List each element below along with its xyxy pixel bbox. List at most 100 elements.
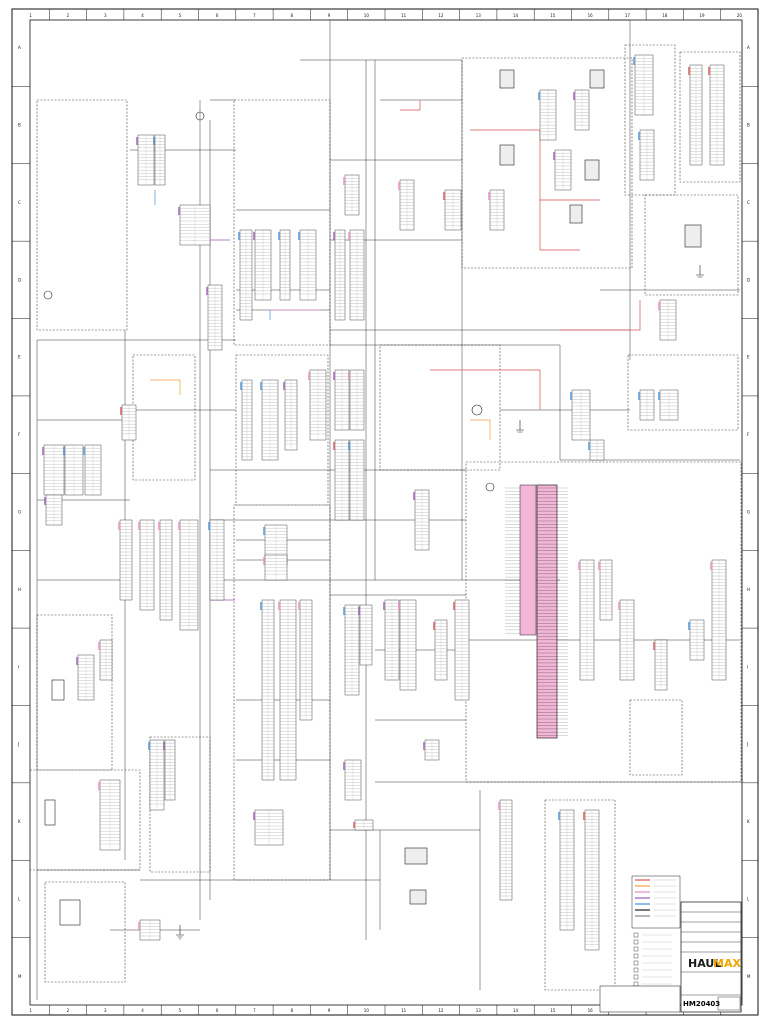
terminal-strip [688,619,705,661]
horn-symbol [485,482,495,492]
terminal-strip [653,639,668,691]
zone-row-label-right: L [747,896,750,901]
wire-red-1 [470,129,580,251]
wire-color-tag [348,442,350,450]
zone-row-label-right: M [747,974,751,979]
terminal-strip [413,489,430,551]
zone-column-label-bottom: 1 [29,1008,32,1013]
terminal-strip [253,809,284,846]
terminal-strip [333,369,350,431]
zone-column-label-bottom: 11 [401,1008,407,1013]
terminal-strip [708,64,725,166]
wire-color-tag [238,232,240,240]
wire-color-tag [163,742,165,750]
wire-color-tag [633,57,635,65]
zone-row-label-left: F [18,432,21,437]
relay-6 [684,224,702,248]
group-center-lower [379,344,501,471]
terminal-strip [633,54,654,116]
wire-color-tag [453,602,455,610]
zone-row-label-left: A [18,45,21,50]
main-ecu-module [505,484,568,739]
wire-color-tag [283,382,285,390]
group-bottom-right-terminals [544,799,616,991]
symbol-key-glyph [633,932,639,938]
wire-color-tag [598,562,600,570]
motor-symbol [471,404,483,416]
wire-color-tag [553,152,555,160]
terminal-strip [308,369,327,441]
terminal-strip [44,494,63,526]
symbol-key-glyph [633,967,639,973]
terminal-strip [263,554,288,581]
wire-color-tag [63,447,65,455]
relay-1 [499,69,515,89]
terminal-strip [298,229,317,301]
ground-symbol-1 [176,925,184,940]
alternator-symbol [59,899,81,926]
drawing-number: HM20403 [683,1000,720,1008]
zone-column-label-bottom: 13 [476,1008,482,1013]
zone-row-label-right: D [747,277,750,282]
wire-color-tag [298,232,300,240]
component-groups [29,44,742,991]
wire-color-tag [413,492,415,500]
component-symbols [43,69,704,940]
wire-color-tag [333,442,335,450]
terminal-strip [138,519,155,611]
zone-column-label-bottom: 8 [290,1008,293,1013]
lamp-symbol [195,111,205,121]
terminal-strip [358,604,373,666]
terminal-strip [398,179,415,231]
wire-color-tag [42,447,44,455]
zone-row-label-right: H [747,587,750,592]
terminal-strip [158,519,173,621]
symbol-key-glyph [633,974,639,980]
wire-color-tag [76,657,78,665]
brand-logo-max: MAX [713,957,741,970]
zone-column-label-bottom: 4 [141,1008,144,1013]
terminal-strip [208,519,225,601]
colored-wires [150,100,641,830]
group-left-panel [36,614,113,771]
zone-column-label-top: 6 [216,13,219,18]
group-bottom-left-upper [29,769,141,871]
connector-blocks [42,54,727,951]
relay-7 [404,847,428,865]
zone-row-label-left: G [18,510,21,515]
zone-row-label-right: E [747,355,750,360]
wire-red-4 [560,300,641,331]
terminal-strip [136,134,155,186]
wire-color-tag [688,67,690,75]
wire-color-tag [383,602,385,610]
terminal-strip [658,389,679,421]
wire-red-3 [430,369,541,410]
wire-color-tag [488,192,490,200]
zone-row-label-right: A [747,45,750,50]
wire-color-tag [658,302,660,310]
zone-row-label-right: C [747,200,750,205]
wire-color-tag [138,522,140,530]
wire-color-tag [398,182,400,190]
terminal-strip [240,379,253,461]
wire-color-tag [343,177,345,185]
group-bottom-left-lower [44,881,126,983]
title-block: HAUL MAX HM20403 [599,901,741,1013]
zone-column-label-top: 12 [438,13,444,18]
wire-color-tag [120,407,122,415]
terminal-strip [398,599,417,691]
zone-column-label-bottom: 14 [513,1008,519,1013]
zone-column-label-top: 4 [141,13,144,18]
group-right-lights [627,354,739,431]
terminal-strip [98,779,121,851]
wire-color-tag [333,232,335,240]
zone-column-label-top: 2 [67,13,70,18]
wire-color-tag [358,607,360,615]
terminal-strip [278,229,291,301]
terminal-strip [333,229,346,321]
relay-8 [409,889,427,905]
zone-column-label-bottom: 5 [179,1008,182,1013]
wire-red-5 [400,100,421,111]
wire-color-tag [44,497,46,505]
wire-orange-2 [470,419,491,440]
